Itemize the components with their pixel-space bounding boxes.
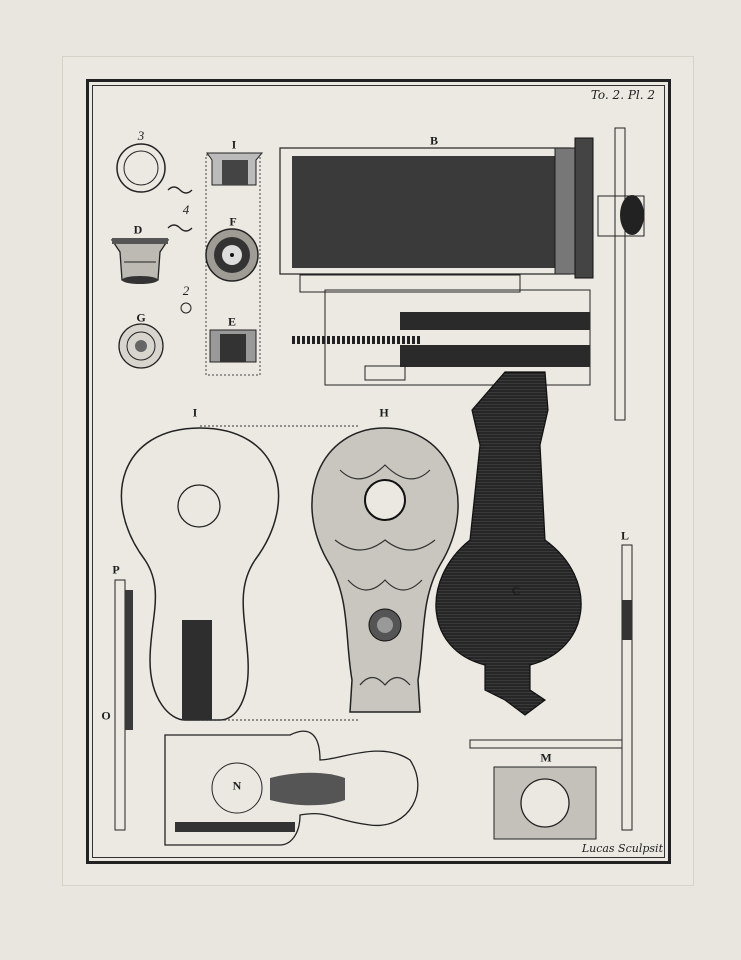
small-lens-2-figure: [180, 302, 192, 314]
label-3: 3: [137, 128, 145, 143]
label-g: G: [136, 310, 146, 325]
spring-clips-4-figure: [167, 186, 193, 232]
bracket-l-figure: [469, 544, 633, 831]
barrel-b-figure: [279, 127, 645, 421]
label-e: E: [227, 314, 237, 329]
label-h: H: [379, 405, 389, 420]
label-4: 4: [182, 202, 190, 217]
side-bar-p-o-figure: [114, 579, 133, 831]
label-i-mid: I: [192, 405, 198, 420]
label-l: L: [620, 528, 630, 543]
label-b: B: [429, 133, 439, 148]
stage-plate-i-figure: [120, 425, 360, 721]
label-2: 2: [182, 283, 190, 298]
label-n: N: [232, 778, 242, 793]
rack-mechanism-figure: [292, 289, 591, 386]
label-i-top: I: [231, 137, 237, 152]
ornate-plate-h-figure: [311, 427, 459, 713]
handle-c-figure: [435, 371, 582, 716]
label-p: P: [112, 562, 120, 577]
label-f: F: [229, 214, 237, 229]
engraver-signature: Lucas Sculpsit: [581, 842, 663, 855]
plate-reference: To. 2. Pl. 2: [590, 88, 655, 102]
lens-cell-g-figure: [118, 323, 164, 369]
plate-inner-border: [92, 85, 665, 858]
label-d: D: [133, 222, 143, 237]
slide-m-figure: [493, 766, 597, 840]
label-c: C: [511, 583, 521, 598]
slider-n-figure: [164, 730, 419, 846]
label-m: M: [540, 750, 552, 765]
eyepiece-d-figure: [110, 238, 170, 284]
slider-column-figure: [205, 152, 264, 376]
label-o: O: [101, 708, 111, 723]
ring-3-figure: [116, 143, 166, 193]
